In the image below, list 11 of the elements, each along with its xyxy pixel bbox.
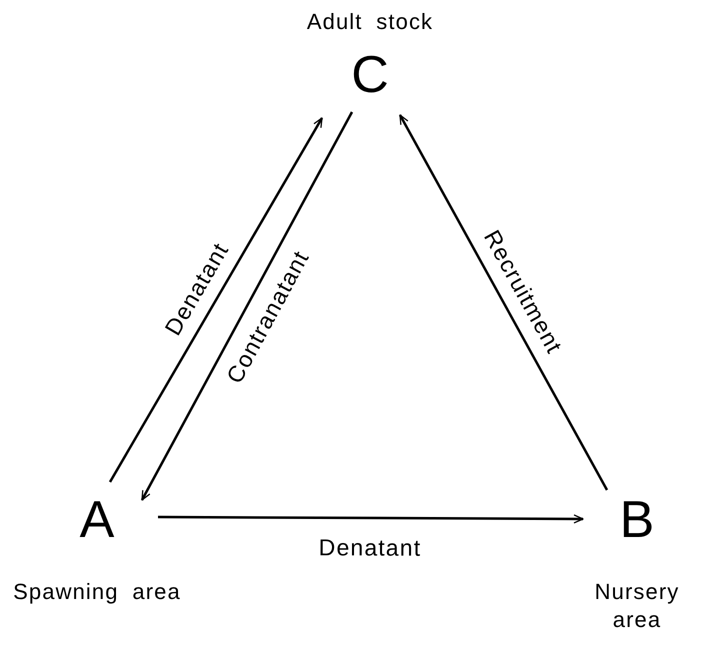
arrow [158,514,584,524]
arrow [398,114,608,491]
edge-label: Denatant [319,536,422,560]
node-caption: Adult stock [306,8,434,36]
node-letter: A [80,494,114,546]
node-caption: Spawning area [12,578,182,606]
node-caption: Nursery area [594,578,680,634]
arrow [140,111,354,501]
node-letter: C [351,49,389,101]
node-letter: B [620,494,654,546]
arrow [108,117,324,483]
